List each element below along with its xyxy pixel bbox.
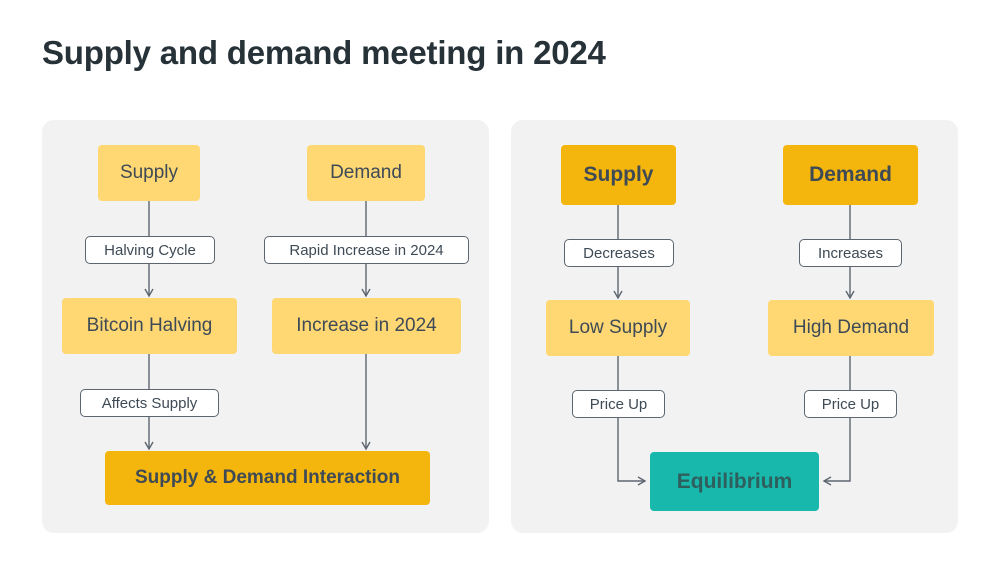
node-bitcoin-halving: Bitcoin Halving <box>62 298 237 354</box>
node-high-demand: High Demand <box>768 300 934 356</box>
node-increase-2024: Increase in 2024 <box>272 298 461 354</box>
edge-label-affects-supply: Affects Supply <box>80 389 219 417</box>
node-supply-right: Supply <box>561 145 676 205</box>
edge-label-rapid-increase: Rapid Increase in 2024 <box>264 236 469 264</box>
node-supply-demand-interaction: Supply & Demand Interaction <box>105 451 430 505</box>
node-equilibrium: Equilibrium <box>650 452 819 511</box>
node-supply: Supply <box>98 145 200 201</box>
edge-label-decreases: Decreases <box>564 239 674 267</box>
edge-label-price-up-left: Price Up <box>572 390 665 418</box>
node-demand-right: Demand <box>783 145 918 205</box>
edge-label-increases: Increases <box>799 239 902 267</box>
edge-label-price-up-right: Price Up <box>804 390 897 418</box>
node-low-supply: Low Supply <box>546 300 690 356</box>
edge-label-halving-cycle: Halving Cycle <box>85 236 215 264</box>
node-demand: Demand <box>307 145 425 201</box>
page-title: Supply and demand meeting in 2024 <box>42 34 606 71</box>
